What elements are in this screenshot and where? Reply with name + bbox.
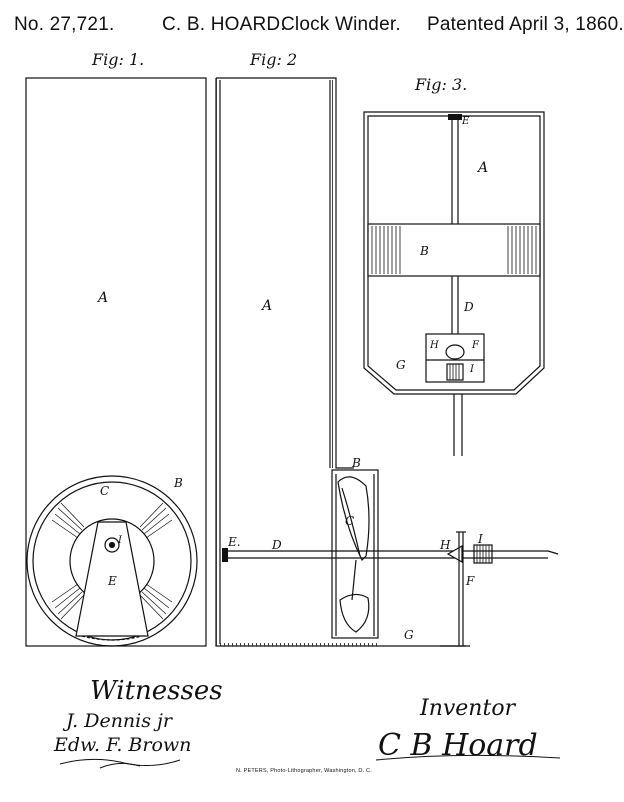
patent-drawing	[25, 77, 561, 769]
fig1-bracket	[75, 521, 149, 637]
fig2-label-g: G	[404, 628, 414, 642]
patent-number: No. 27,721.	[14, 14, 115, 35]
fig3-label-e: E	[462, 116, 470, 127]
signature-flourishes	[59, 754, 561, 769]
fig2-title: Fig: 2	[250, 50, 298, 69]
patent-title: Clock Winder.	[281, 14, 401, 35]
fig1-label-e: E	[108, 574, 117, 588]
patent-date: Patented April 3, 1860.	[427, 14, 624, 35]
fig1-wheel	[26, 475, 198, 647]
fig1-label-b: B	[174, 476, 183, 490]
fig2-label-b: B	[352, 456, 361, 470]
fig2-label-h: H	[440, 538, 451, 552]
fig3-label-a: A	[478, 160, 489, 176]
witness-signature-2: Edw. F. Brown	[54, 734, 192, 756]
inventor-heading: Inventor	[420, 696, 516, 721]
inventor-signature: C B Hoard	[378, 728, 538, 763]
fig3-label-d: D	[464, 300, 474, 314]
fig3-label-f: F	[472, 340, 479, 351]
fig3-title: Fig: 3.	[415, 75, 468, 94]
fig2-label-d: D	[272, 538, 282, 552]
fig1-drawing	[25, 77, 207, 647]
fig2-label-e: E.	[228, 535, 241, 549]
fig3-drawing	[363, 111, 545, 456]
inventor-name: C. B. HOARD.	[162, 14, 286, 35]
fig2-label-i: I	[478, 532, 483, 546]
fig1-title: Fig: 1.	[92, 50, 145, 69]
fig2-label-f: F	[466, 574, 475, 588]
fig2-label-c: C	[345, 514, 355, 528]
fig3-label-g: G	[396, 358, 406, 372]
witnesses-heading: Witnesses	[90, 676, 223, 706]
fig1-label-a: A	[98, 290, 109, 306]
fig3-label-h: H	[430, 340, 439, 351]
fig2-drawing	[215, 77, 559, 647]
fig1-label-i: I	[118, 535, 122, 546]
fig1-label-c: C	[100, 484, 110, 498]
witness-signature-1: J. Dennis jr	[66, 710, 173, 732]
lithographer-credit: N. PETERS, Photo-Lithographer, Washingto…	[236, 768, 372, 774]
fig2-label-a: A	[262, 298, 273, 314]
fig3-label-i: I	[470, 364, 474, 375]
fig3-label-b: B	[420, 244, 429, 258]
